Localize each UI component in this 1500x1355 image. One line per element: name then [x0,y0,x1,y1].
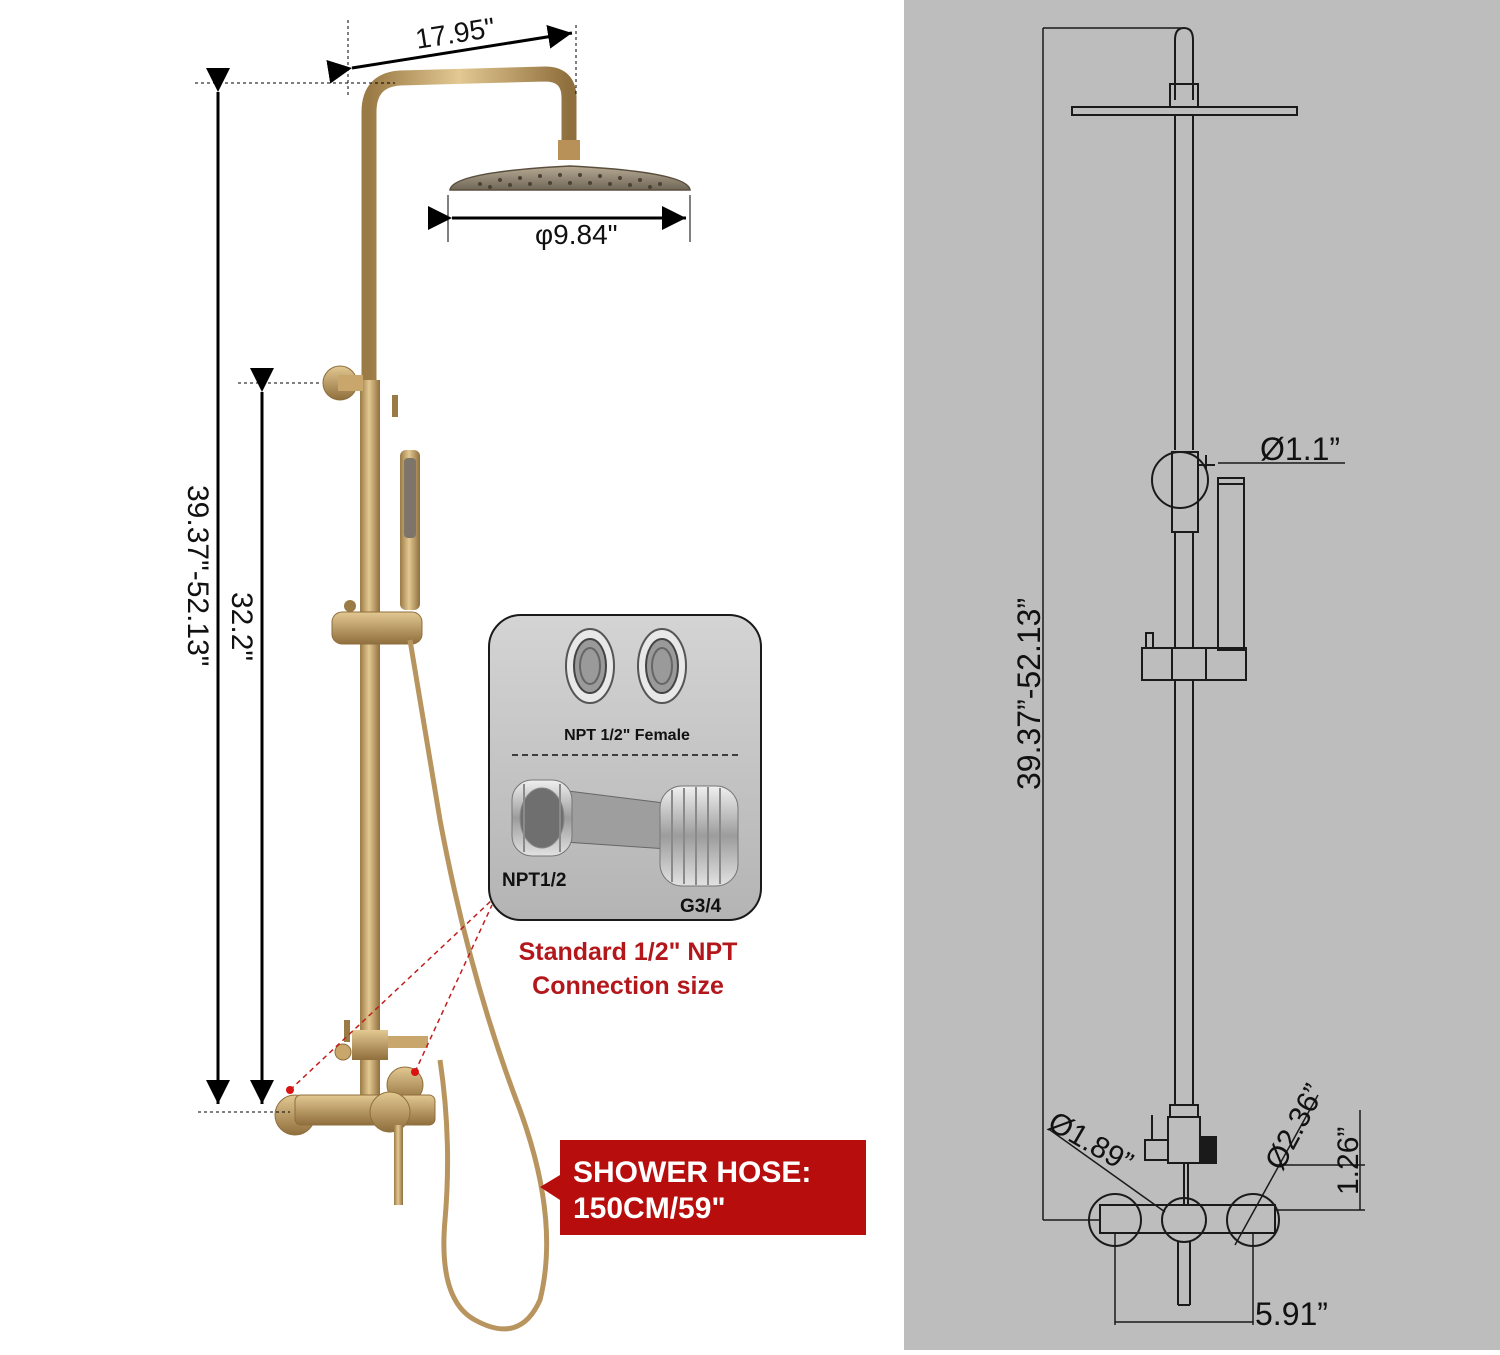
hose-banner-background [540,1140,866,1235]
right-dimension-lines [1042,27,1365,1325]
left-total-height-label: 39.37"-52.13" [181,485,214,666]
right-total-height-label: 39.37”-52.13” [1011,598,1047,790]
center-distance-label: 5.91” [1255,1296,1328,1332]
panel-background [904,0,1500,1350]
mixer-body [294,1094,436,1126]
rain-head-nozzles [478,173,662,189]
female-thread-icon [565,628,687,704]
diverter [352,1030,388,1060]
mixer-lever [394,1125,403,1205]
connection-note-line2: Connection size [532,972,724,1000]
hand-shower-nozzles [404,458,416,538]
npt-label: NPT1/2 [502,870,566,891]
bracket-knob [392,395,398,417]
diverter-knob [344,1020,350,1042]
g34-label: G3/4 [680,896,722,917]
head-diameter-label: φ9.84" [535,219,618,250]
slide-height-label: 32.2" [225,592,258,661]
technical-drawing-panel: Ø1.1” 39.37”-52.13” Ø1.89” Ø2.36” 1.26” … [904,0,1500,1350]
shower-hose [407,639,550,1332]
bracket-stem [338,375,363,391]
slider-knob [344,600,356,612]
shower-line-drawing [1071,26,1298,1306]
fitting-inset: NPT 1/2" Female NPT1/2 G3/4 [488,614,762,921]
slide-bar [360,380,380,1120]
hose-banner: SHOWER HOSE: 150CM/59" [540,1140,866,1235]
spout-height-label: 1.26” [1332,1127,1365,1195]
hose-outlet [388,1036,428,1048]
connection-note-line1: Standard 1/2" NPT [519,938,738,966]
diverter-cap [334,1043,352,1061]
rain-shower-head [449,165,691,191]
female-label: NPT 1/2" Female [564,727,690,744]
pipe-diameter-label: Ø1.1” [1260,431,1340,467]
hose-banner-line2: 150CM/59" [573,1192,726,1225]
left-dimension-lines [195,20,691,1113]
slider-holder [331,611,423,645]
adapter-fitting-icon [511,779,739,887]
mixer-handle-base [369,1091,411,1133]
hose-banner-line1: SHOWER HOSE: [573,1156,811,1189]
connection-pointer-lines [289,899,493,1091]
head-connector [558,140,580,160]
